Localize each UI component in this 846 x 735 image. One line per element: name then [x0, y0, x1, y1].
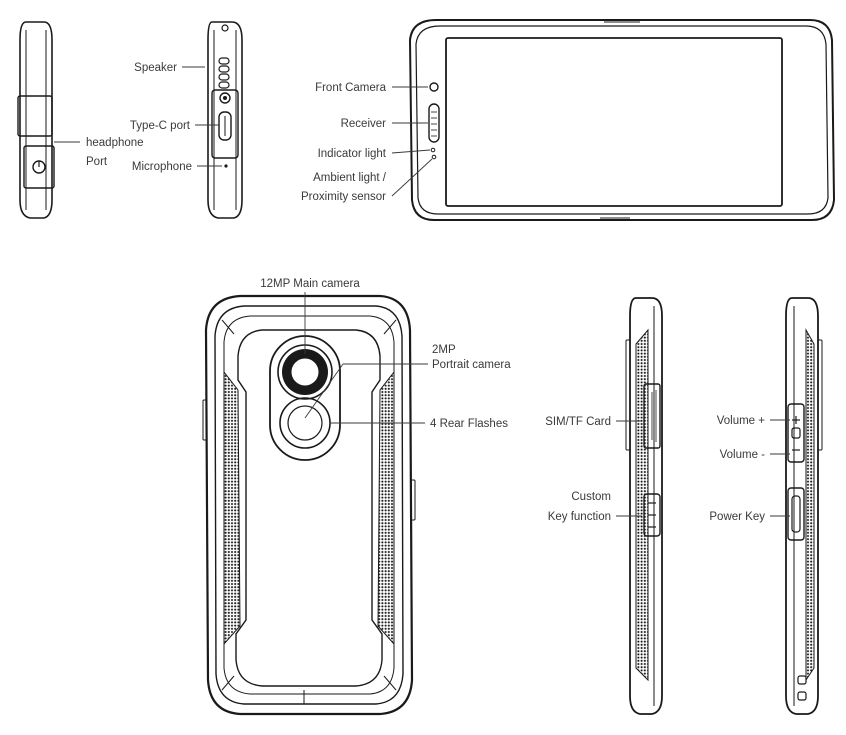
side-view-left [17, 21, 55, 219]
side-view-sim-callouts: SIM/TF Card Custom Key function [545, 416, 642, 523]
headphone-port-callout: headphone Port [54, 137, 144, 168]
main-camera-lens [277, 344, 333, 400]
type-c-port-label: Type-C port [130, 120, 191, 132]
headphone-port-label-1: headphone [86, 137, 144, 149]
main-camera-label: 12MP Main camera [260, 278, 360, 290]
rear-flashes-label: 4 Rear Flashes [430, 418, 508, 430]
power-key-label: Power Key [709, 511, 765, 523]
volume-minus-label: Volume - [720, 449, 766, 461]
front-camera-label: Front Camera [315, 82, 387, 94]
volume-plus-label: Volume + [717, 415, 766, 427]
front-view [408, 19, 836, 221]
portrait-camera-label-1: 2MP [432, 344, 456, 356]
front-view-callouts: Front Camera Receiver Indicator light Am… [301, 82, 433, 203]
side-view-sim [625, 297, 663, 715]
indicator-light-label: Indicator light [318, 148, 387, 160]
bottom-edge-view [207, 21, 243, 219]
speaker-label: Speaker [134, 62, 177, 74]
ambient-light-label-2: Proximity sensor [301, 191, 386, 203]
portrait-camera-label-2: Portrait camera [432, 359, 511, 371]
custom-key-label-2: Key function [548, 511, 611, 523]
custom-key-label-1: Custom [571, 491, 611, 503]
back-view [202, 294, 416, 716]
speaker-grille [218, 57, 230, 89]
back-view-callouts: 12MP Main camera 2MP Portrait camera 4 R… [260, 278, 511, 430]
headphone-port-label-2: Port [86, 156, 108, 168]
bottom-edge-callouts: Speaker Type-C port Microphone [130, 62, 222, 173]
ambient-light-label-1: Ambient light / [313, 172, 387, 184]
side-view-power [785, 297, 823, 715]
flash-lens [279, 397, 331, 449]
receiver-label: Receiver [341, 118, 387, 130]
microphone-label: Microphone [132, 161, 192, 173]
sim-tf-card-label: SIM/TF Card [545, 416, 611, 428]
side-view-power-callouts: Volume + Volume - Power Key [709, 415, 790, 523]
